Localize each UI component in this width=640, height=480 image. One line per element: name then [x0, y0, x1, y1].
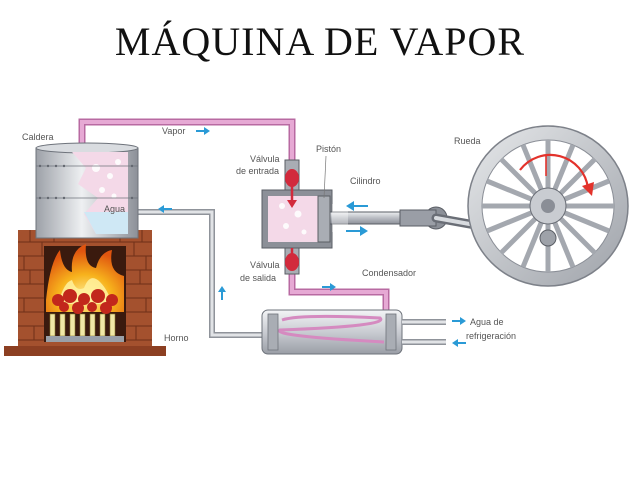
condenser — [261, 309, 446, 355]
diagram-labels: Caldera Vapor Válvula de entrada Pistón … — [22, 126, 516, 343]
label-condensador: Condensador — [362, 268, 416, 278]
label-vapor: Vapor — [162, 126, 185, 136]
flow-arrows — [158, 127, 466, 347]
flywheel — [467, 125, 629, 287]
label-valvula-salida-1: Válvula — [250, 260, 280, 270]
label-caldera: Caldera — [22, 132, 54, 142]
label-piston: Pistón — [316, 144, 341, 154]
label-rueda: Rueda — [454, 136, 481, 146]
label-valvula-entrada-2: de entrada — [236, 166, 279, 176]
label-valvula-salida-2: de salida — [240, 273, 276, 283]
label-horno: Horno — [164, 333, 189, 343]
label-valvula-entrada-1: Válvula — [250, 154, 280, 164]
furnace — [4, 230, 166, 356]
piston — [317, 195, 331, 243]
cylinder — [261, 159, 403, 275]
page-title: MÁQUINA DE VAPOR — [114, 19, 526, 64]
label-cilindro: Cilindro — [350, 176, 381, 186]
label-agua: Agua — [104, 204, 125, 214]
water-return-pipe — [130, 209, 265, 338]
label-agua-de-1: Agua de — [470, 317, 504, 327]
boiler — [35, 142, 139, 239]
label-agua-de-2: refrigeración — [466, 331, 516, 341]
